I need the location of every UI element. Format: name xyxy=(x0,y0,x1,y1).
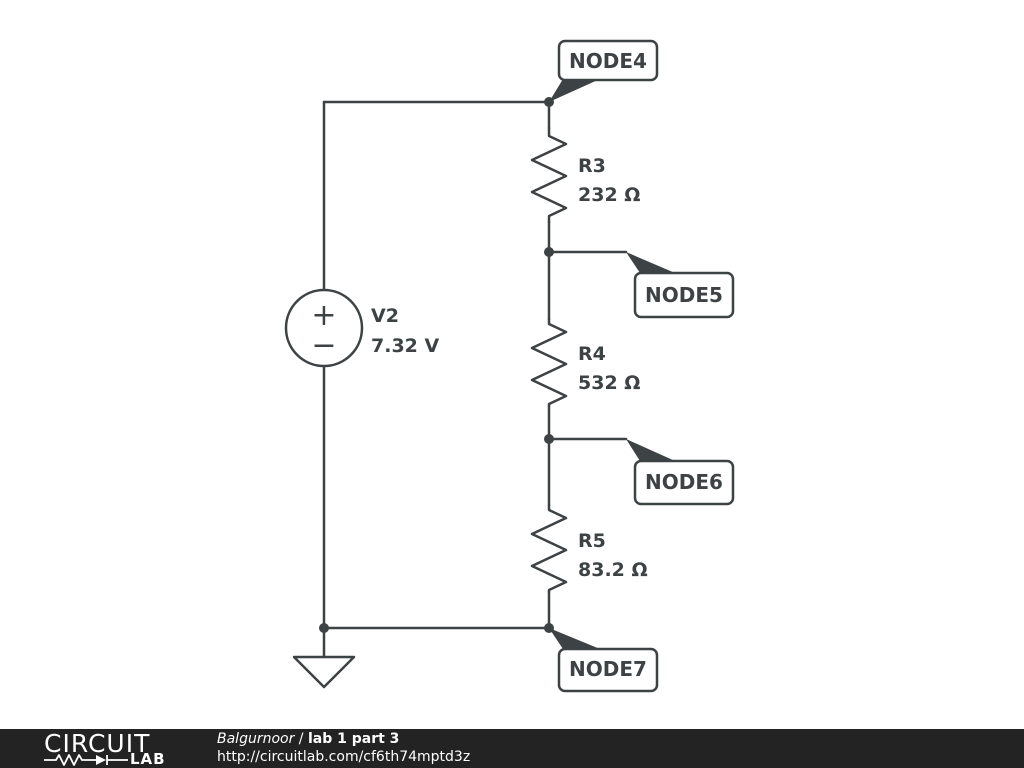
svg-text:NODE4: NODE4 xyxy=(569,49,647,73)
source-plus-sign: + xyxy=(311,298,336,333)
svg-text:NODE6: NODE6 xyxy=(645,470,723,494)
resistor-r4-symbol xyxy=(530,317,568,408)
circuitlab-logo-lab: LAB xyxy=(130,750,166,768)
node-label-node7: NODE7 xyxy=(557,647,659,693)
resistor-r3-symbol xyxy=(530,126,568,224)
junction-node5 xyxy=(544,247,554,257)
junction-node7 xyxy=(544,623,554,633)
resistor-r5-value: 83.2 Ω xyxy=(578,559,648,581)
circuitlab-logo-icon xyxy=(44,754,128,766)
schematic-title[interactable]: lab 1 part 3 xyxy=(307,731,400,747)
source-minus-sign: − xyxy=(311,328,336,363)
node7-pointer xyxy=(549,628,600,649)
voltage-source-v2-symbol xyxy=(284,288,364,368)
junction-node6 xyxy=(544,434,554,444)
node-label-node4: NODE4 xyxy=(557,39,659,82)
junction-ground xyxy=(319,623,329,633)
node6-pointer xyxy=(626,439,675,461)
ground-symbol xyxy=(292,655,356,689)
source-value-label: 7.32 V xyxy=(371,335,439,357)
resistor-r3-name: R3 xyxy=(578,155,606,177)
resistor-r4-value: 532 Ω xyxy=(578,372,640,394)
author-link[interactable]: Balgurnoor xyxy=(217,731,295,747)
node-label-node5: NODE5 xyxy=(633,271,735,319)
circuitlab-logo-text[interactable]: CIRCUIT xyxy=(44,729,151,758)
circuit-schematic: + − NODE4 NODE5 NODE6 NODE7 V2 7.32 V R3… xyxy=(284,39,735,693)
resistor-r5-name: R5 xyxy=(578,530,606,552)
resistor-r5-symbol xyxy=(530,503,568,594)
junction-node4 xyxy=(544,97,554,107)
footer-bar: CIRCUIT LAB Balgurnoor / lab 1 part 3 ht… xyxy=(0,729,1024,768)
resistor-r3-value: 232 Ω xyxy=(578,184,640,206)
schematic-url[interactable]: http://circuitlab.com/cf6th74mptd3z xyxy=(217,749,471,765)
node4-pointer xyxy=(549,79,600,102)
svg-text:NODE5: NODE5 xyxy=(645,283,723,307)
resistor-r4-name: R4 xyxy=(578,343,606,365)
svg-text:NODE7: NODE7 xyxy=(569,657,647,681)
source-name-label: V2 xyxy=(371,305,399,327)
node5-pointer xyxy=(626,252,675,273)
node-label-node6: NODE6 xyxy=(633,459,735,506)
byline-separator: / xyxy=(294,731,308,747)
schematic-byline: Balgurnoor / lab 1 part 3 xyxy=(217,731,399,748)
